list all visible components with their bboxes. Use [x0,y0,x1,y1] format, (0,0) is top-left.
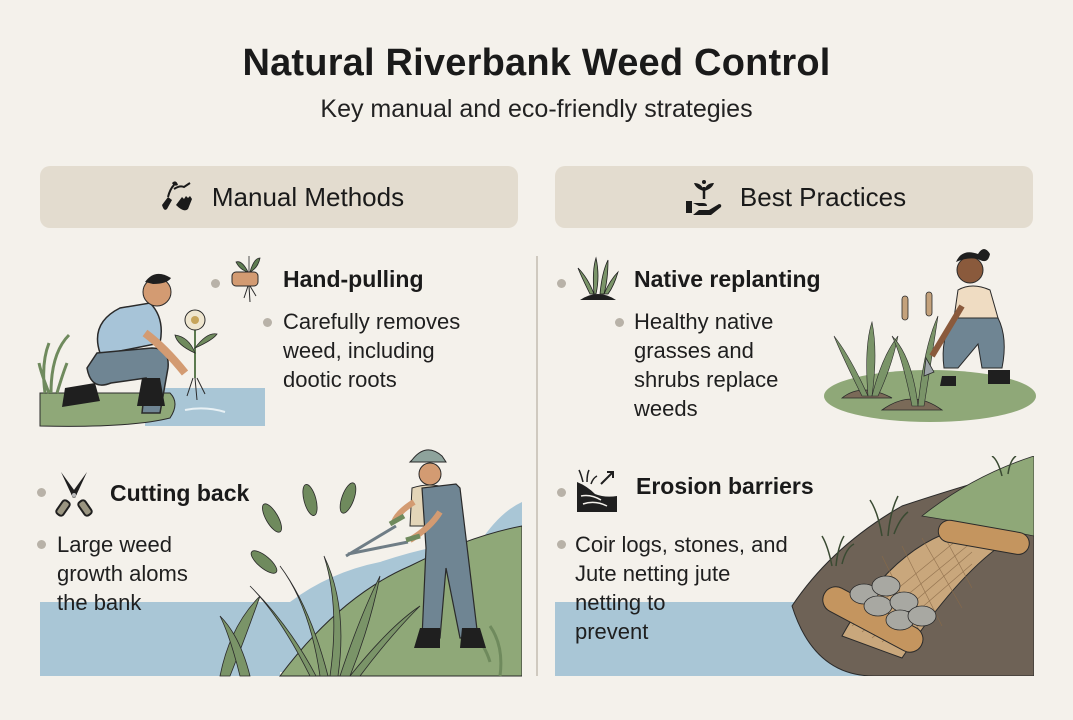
hand-holding-sprout-icon [685,180,722,215]
item-title-native-replanting: Native replanting [634,266,821,292]
pruning-shears-icon [55,472,93,517]
bullet [557,540,566,549]
eroded-bank-icon [577,469,617,512]
hand-pulling-illustration [37,273,265,427]
column-divider [536,256,538,676]
bullet [557,488,566,497]
hands-pulling-plant-icon [161,181,192,211]
hand-holding-weed-icon [231,256,261,303]
best-practices-header: Best Practices [555,166,1033,228]
bullet [557,279,566,288]
page-subtitle: Key manual and eco-friendly strategies [320,95,753,123]
erosion-barriers-illustration [791,456,1034,676]
item-title-erosion-barriers: Erosion barriers [636,473,814,499]
page-title: Natural Riverbank Weed Control [242,42,831,84]
bullet [211,279,220,288]
bullet [37,488,46,497]
bullet [615,318,624,327]
item-title-cutting-back: Cutting back [110,480,250,506]
item-desc-erosion-barriers: Coir logs, stones, and Jute netting jute… [575,532,788,644]
manual-methods-header: Manual Methods [40,166,518,228]
best-practices-label: Best Practices [739,181,907,212]
cutting-back-illustration [200,449,522,677]
bullet [263,318,272,327]
item-desc-hand-pulling: Carefully removes weed, including dootic… [283,309,461,392]
item-desc-native-replanting: Healthy native grasses and shrubs replac… [634,309,779,421]
item-desc-cutting-back: Large weed growth aloms the bank [57,532,188,615]
bullet [37,540,46,549]
item-title-hand-pulling: Hand-pulling [283,266,424,292]
native-replanting-illustration [824,249,1036,422]
manual-methods-label: Manual Methods [211,181,405,212]
grass-tuft-icon [577,256,619,300]
